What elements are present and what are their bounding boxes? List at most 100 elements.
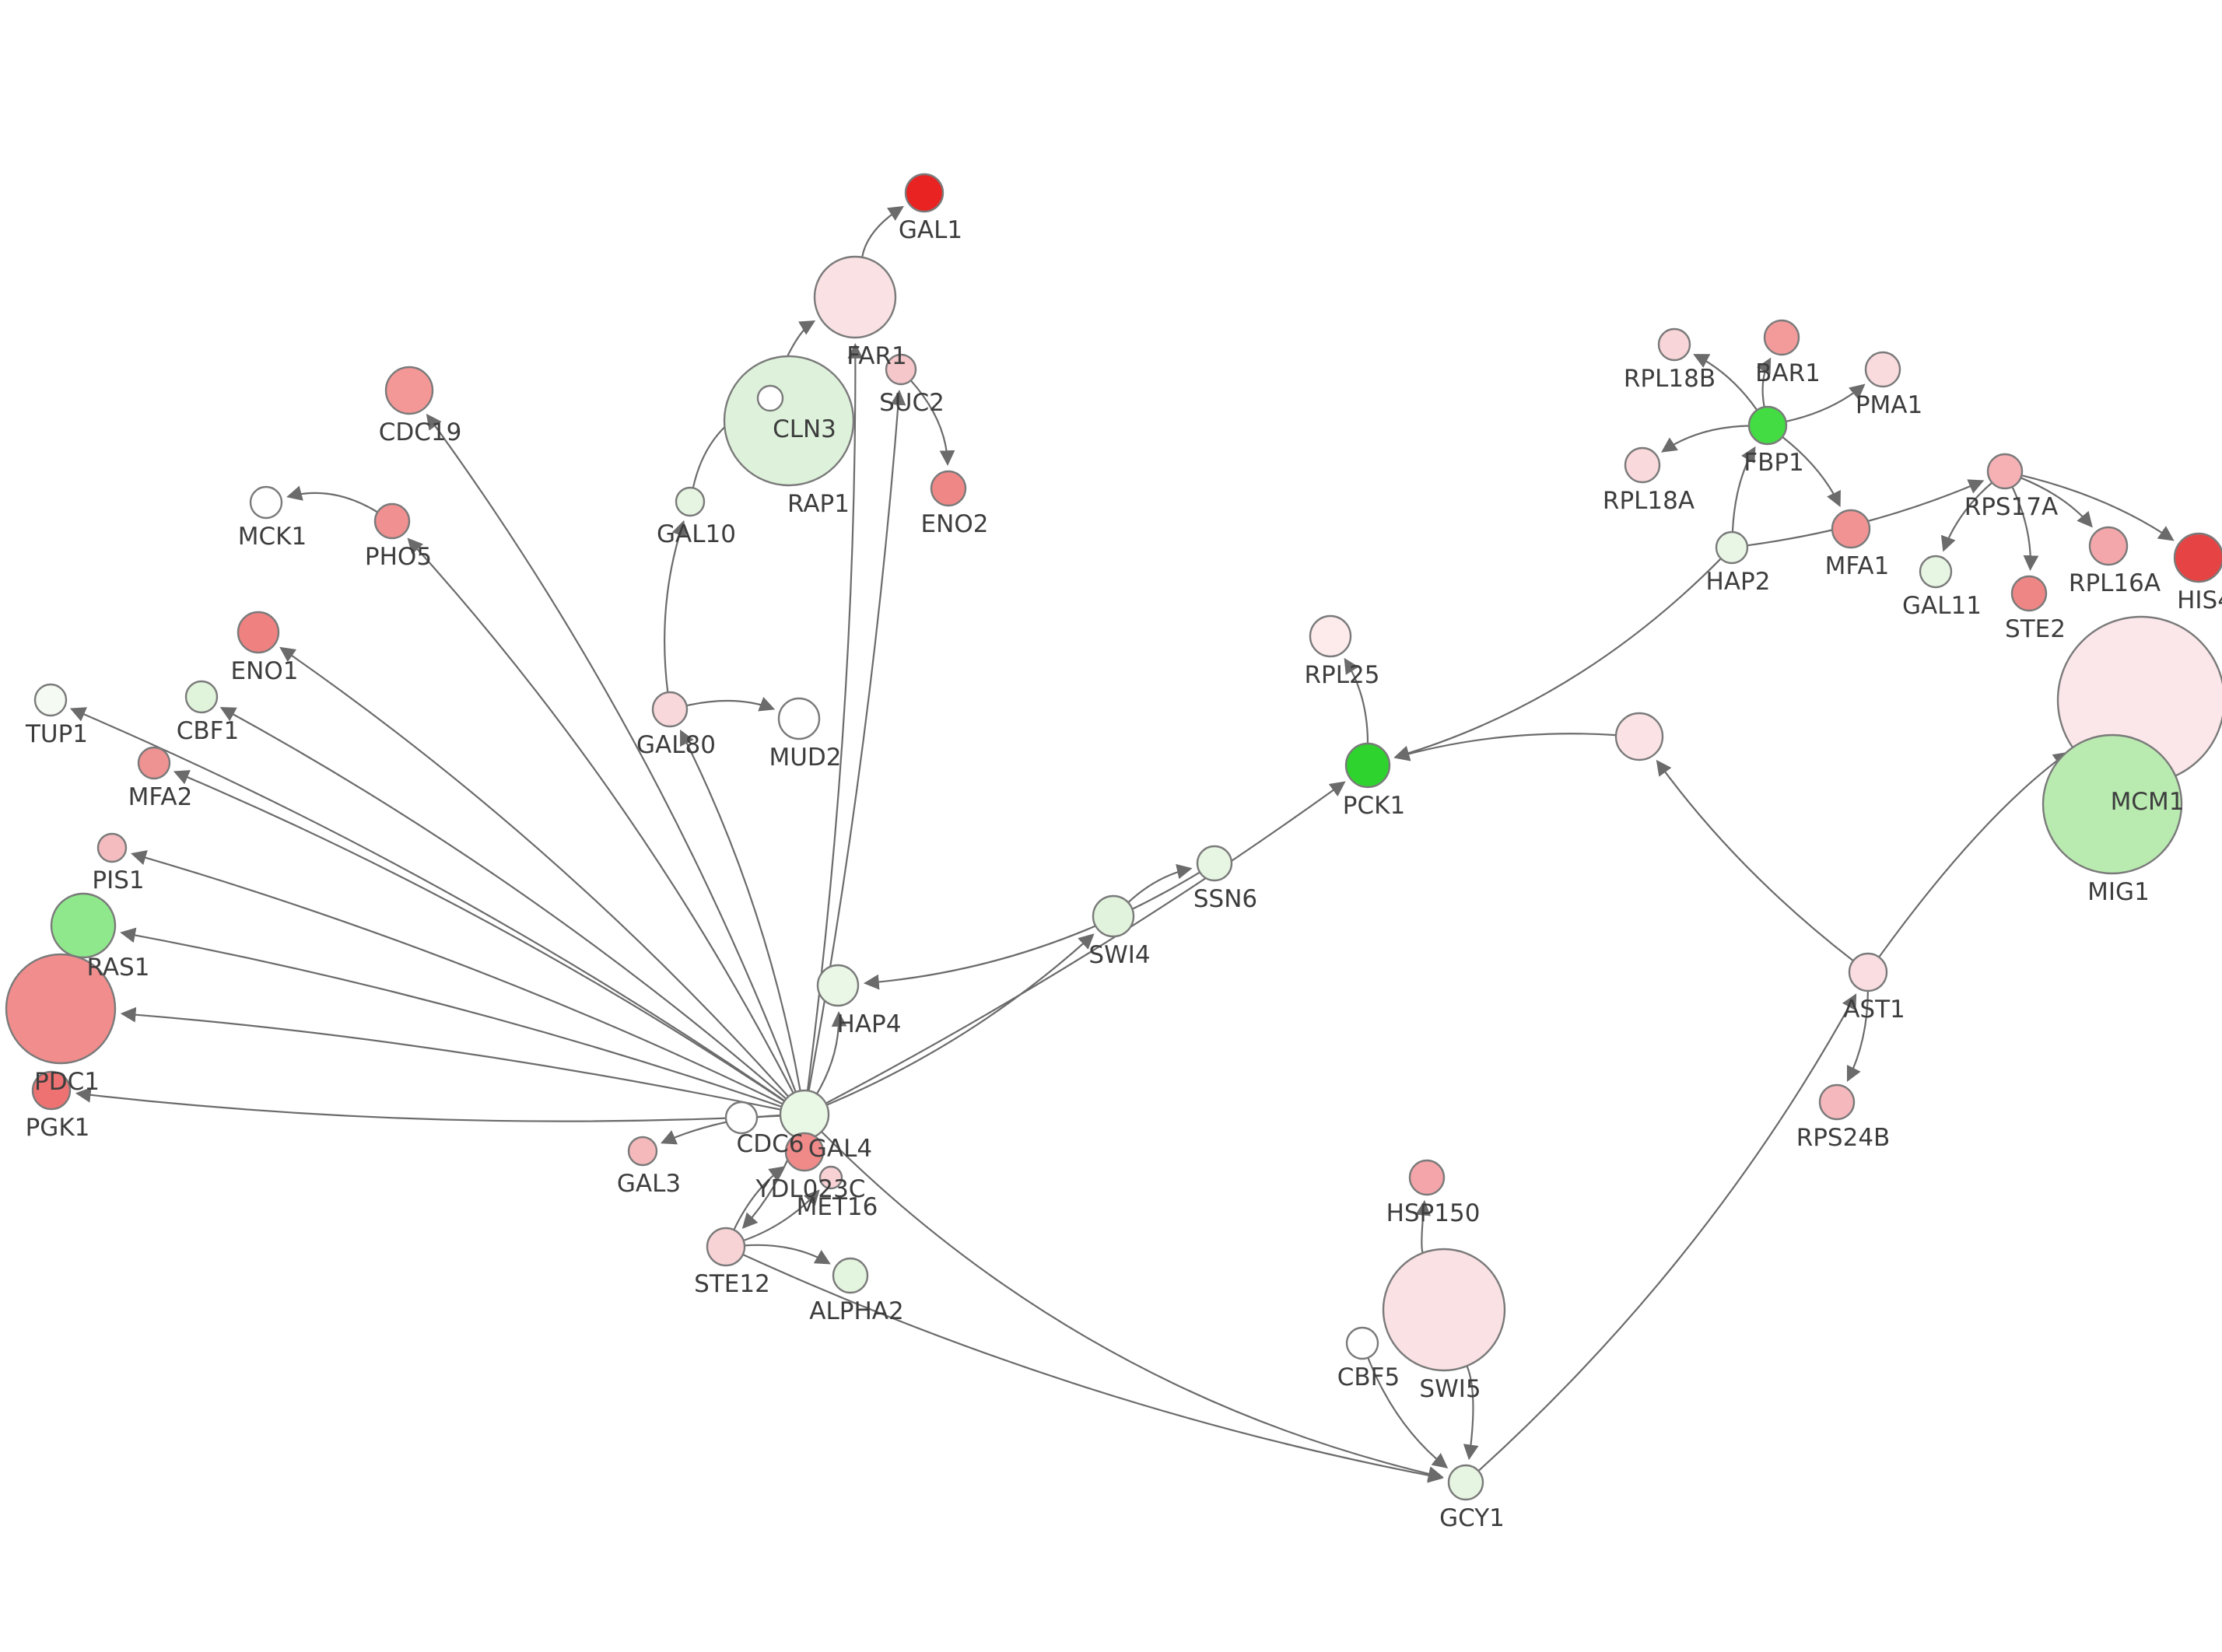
edge-GAL80-MUD2[interactable] bbox=[686, 696, 776, 712]
node-SWI4[interactable] bbox=[1092, 894, 1135, 938]
node-AST1[interactable] bbox=[1848, 952, 1888, 992]
node-GAL11[interactable] bbox=[1919, 555, 1953, 589]
edge-GAL4-HAP4[interactable] bbox=[815, 1011, 847, 1094]
node-ENO2[interactable] bbox=[930, 470, 967, 507]
node-SWI5[interactable] bbox=[1382, 1248, 1506, 1372]
edge-STE12-ALPHA2[interactable] bbox=[744, 1244, 831, 1265]
node-MIG1[interactable] bbox=[2042, 733, 2183, 875]
edge-PCK1-RPL25[interactable] bbox=[1344, 657, 1369, 744]
edge-GAL4-MFA2[interactable] bbox=[173, 770, 785, 1102]
node-ALPHA2[interactable] bbox=[832, 1257, 869, 1294]
node-MFA1[interactable] bbox=[1831, 509, 1871, 549]
node-GAL3[interactable] bbox=[627, 1136, 658, 1167]
node-RPL16A[interactable] bbox=[2088, 526, 2129, 566]
node-STE2[interactable] bbox=[2010, 575, 2048, 612]
edge-GCY1-AST1[interactable] bbox=[1477, 993, 1857, 1472]
node-CBF1[interactable] bbox=[184, 680, 219, 714]
node-HSP150[interactable] bbox=[1408, 1159, 1446, 1196]
edge-STE12-MET16[interactable] bbox=[743, 1189, 820, 1242]
node-GCY1[interactable] bbox=[1447, 1464, 1484, 1501]
node-MUD2[interactable] bbox=[777, 697, 821, 740]
edge-SWI5-GCY1[interactable] bbox=[1463, 1365, 1479, 1461]
node-STE12[interactable] bbox=[706, 1227, 746, 1267]
edge-SUC2-ENO2[interactable] bbox=[909, 380, 955, 466]
edge-AST1-MCM1[interactable] bbox=[1878, 751, 2070, 958]
node-GAL80[interactable] bbox=[651, 691, 689, 728]
edge-PHO5-MCK1[interactable] bbox=[286, 485, 378, 513]
node-RPL18A[interactable] bbox=[1624, 446, 1661, 484]
node-UNNAMED[interactable] bbox=[1614, 712, 1664, 761]
edge-FAR1-GAL1[interactable] bbox=[861, 205, 904, 257]
edge-GAL4-PHO5[interactable] bbox=[407, 537, 794, 1094]
edge-AST1-UNNAMED[interactable] bbox=[1656, 759, 1854, 962]
node-ENO1[interactable] bbox=[237, 611, 280, 654]
node-CLN3[interactable] bbox=[756, 384, 784, 412]
node-HAP4[interactable] bbox=[816, 964, 860, 1007]
node-TUP1[interactable] bbox=[33, 683, 68, 717]
node-GAL10[interactable] bbox=[675, 486, 706, 517]
edge-RPS17A-RPL16A[interactable] bbox=[2020, 477, 2093, 528]
node-FAR1[interactable] bbox=[813, 255, 897, 339]
edge-GAL4-CBF1[interactable] bbox=[219, 706, 787, 1100]
edge-GAL4-RAS1[interactable] bbox=[120, 927, 783, 1108]
node-PMA1[interactable] bbox=[1864, 351, 1901, 388]
edge-GAL4-TUP1[interactable] bbox=[69, 707, 786, 1102]
node-PIS1[interactable] bbox=[96, 832, 128, 863]
edge-HAP2-FBP1[interactable] bbox=[1731, 446, 1756, 533]
edge-FBP1-MFA1[interactable] bbox=[1782, 436, 1841, 507]
node-RPL18B[interactable] bbox=[1657, 327, 1691, 362]
edge-RPS17A-HIS4[interactable] bbox=[2021, 474, 2175, 541]
node-RPS24B[interactable] bbox=[1818, 1083, 1856, 1121]
node-PCK1[interactable] bbox=[1344, 742, 1391, 789]
node-MCK1[interactable] bbox=[249, 485, 283, 520]
edge-RPS17A-STE2[interactable] bbox=[2011, 486, 2039, 571]
edge-FBP1-RPL18B[interactable] bbox=[1693, 354, 1758, 411]
edge-HAP2-RPS17A[interactable] bbox=[1747, 479, 1985, 547]
edge-GAL4-PIS1[interactable] bbox=[131, 850, 783, 1105]
node-YDL023C[interactable] bbox=[784, 1132, 825, 1172]
edge-GAL4-CDC19[interactable] bbox=[426, 413, 797, 1093]
edge-FBP1-BAR1[interactable] bbox=[1757, 357, 1772, 408]
node-BAR1[interactable] bbox=[1763, 319, 1800, 356]
node-SUC2[interactable] bbox=[885, 353, 917, 386]
node-PDC1[interactable] bbox=[5, 953, 117, 1065]
edge-STE12-GCY1[interactable] bbox=[742, 1253, 1444, 1483]
node-RAS1[interactable] bbox=[50, 892, 117, 959]
edge-SSN6-HAP4[interactable] bbox=[863, 871, 1200, 990]
node-PHO5[interactable] bbox=[373, 502, 411, 540]
node-CBF5[interactable] bbox=[1345, 1326, 1379, 1360]
node-FBP1[interactable] bbox=[1747, 405, 1788, 446]
edge-FBP1-RPL18A[interactable] bbox=[1661, 425, 1750, 453]
edge-FBP1-PMA1[interactable] bbox=[1786, 383, 1866, 422]
node-GAL1[interactable] bbox=[904, 173, 945, 213]
edge-STE12-YDL023C[interactable] bbox=[733, 1166, 785, 1230]
node-RPS17A[interactable] bbox=[1986, 453, 2024, 490]
node-HIS4[interactable] bbox=[2173, 532, 2222, 583]
node-MFA2[interactable] bbox=[137, 746, 171, 780]
edge-GAL80-GAL10[interactable] bbox=[664, 520, 687, 693]
edge-GAL4-GCY1[interactable] bbox=[821, 1131, 1444, 1482]
node-RAP1[interactable] bbox=[723, 355, 855, 487]
node-PGK1[interactable] bbox=[31, 1070, 72, 1111]
edge-GAL4-PCK1[interactable] bbox=[825, 781, 1346, 1104]
edge-UNNAMED-PCK1[interactable] bbox=[1393, 733, 1617, 761]
node-CDC6[interactable] bbox=[724, 1101, 759, 1135]
edge-GAL4-SWI4[interactable] bbox=[826, 933, 1095, 1106]
edge-GAL4-PGK1[interactable] bbox=[75, 1087, 781, 1122]
node-MET16[interactable] bbox=[818, 1165, 843, 1190]
node-SSN6[interactable] bbox=[1196, 845, 1233, 882]
node-CDC19[interactable] bbox=[384, 366, 434, 415]
edge-GAL4-GAL80[interactable] bbox=[680, 729, 801, 1091]
edge-GAL4-GAL3[interactable] bbox=[660, 1115, 781, 1145]
node-RPL25[interactable] bbox=[1309, 614, 1352, 658]
edge-SWI5-HSP150[interactable] bbox=[1415, 1199, 1431, 1254]
edge-AST1-RPS24B[interactable] bbox=[1846, 990, 1869, 1083]
edge-SWI4-SSN6[interactable] bbox=[1127, 863, 1193, 904]
node-HAP2[interactable] bbox=[1715, 530, 1749, 565]
edge-RPS17A-GAL11[interactable] bbox=[1940, 481, 1993, 552]
edge-HAP2-PCK1[interactable] bbox=[1393, 558, 1722, 761]
edge-CBF5-GCY1[interactable] bbox=[1367, 1357, 1449, 1469]
edge-GAL4-ENO1[interactable] bbox=[279, 646, 790, 1097]
edge-GAL4-PDC1[interactable] bbox=[120, 1006, 781, 1111]
